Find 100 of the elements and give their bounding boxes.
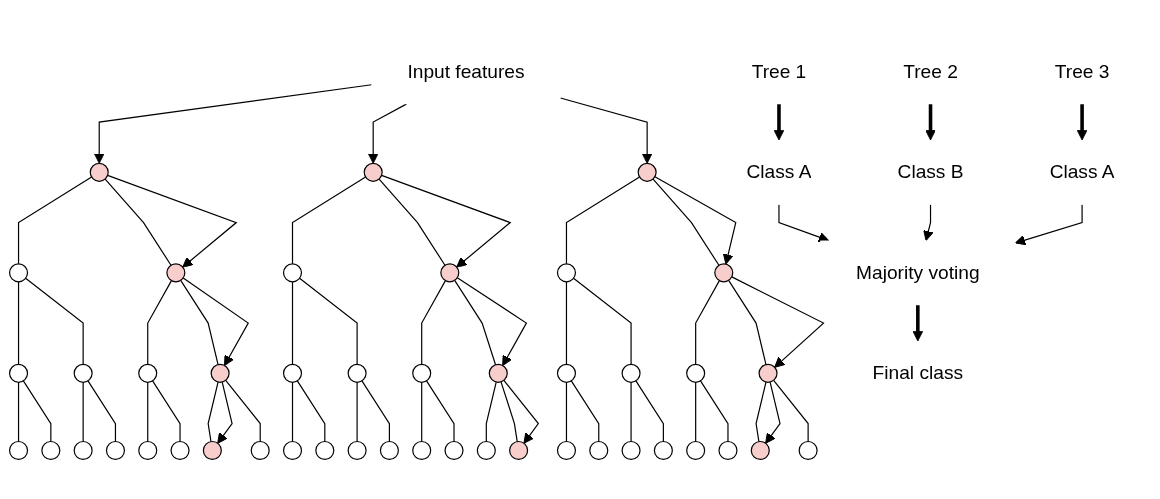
node-text: Final class [872, 362, 964, 383]
node-circle [798, 440, 818, 461]
connector [378, 178, 446, 266]
connector [299, 277, 358, 365]
arrow [778, 204, 830, 243]
arrow [367, 103, 407, 164]
connector [291, 381, 294, 443]
node-circle [718, 440, 738, 461]
node-circle [379, 440, 399, 461]
connector [565, 281, 568, 365]
connector [147, 280, 173, 365]
connector [104, 178, 172, 266]
arrow [1076, 104, 1088, 141]
node-text: Tree 1 [751, 61, 807, 82]
connector [699, 380, 729, 443]
connector [565, 176, 641, 265]
arrow [654, 176, 737, 265]
arrow [93, 84, 373, 164]
connector [180, 279, 219, 366]
arrow [773, 104, 785, 141]
connector [22, 380, 52, 443]
node-circle [73, 440, 93, 461]
node-circle [589, 440, 609, 461]
arrow [925, 104, 936, 141]
node-circle [8, 363, 29, 383]
node-circle [138, 440, 158, 461]
node-circle [363, 162, 383, 182]
arrow [1014, 204, 1083, 246]
node-circle [686, 440, 706, 461]
node-text: Class A [746, 161, 812, 182]
arrow [765, 381, 781, 444]
connector [361, 380, 390, 443]
connector [652, 178, 720, 266]
arrow [923, 204, 934, 241]
node-text: Tree 3 [1054, 61, 1110, 82]
node-circle [637, 162, 657, 182]
arrow [182, 277, 250, 366]
arrow [217, 381, 233, 444]
node-text: Input features [407, 61, 525, 82]
node-circle [347, 440, 367, 461]
arrow [559, 97, 653, 164]
node-text: Class B [897, 161, 964, 182]
connector [82, 381, 84, 443]
node-circle [8, 440, 29, 461]
connector [17, 176, 93, 265]
node-circle [621, 440, 641, 461]
connector [25, 277, 84, 365]
connector [87, 380, 117, 443]
node-circle [210, 363, 230, 383]
node-circle [138, 363, 158, 383]
connector [630, 381, 632, 443]
connector [17, 381, 20, 443]
node-circle [202, 440, 222, 461]
connector [225, 379, 261, 443]
node-circle [347, 363, 367, 383]
node-circle [8, 263, 29, 283]
node-circle [758, 363, 778, 383]
connector [356, 381, 358, 443]
connector [570, 380, 600, 443]
node-text: Majority voting [856, 262, 980, 283]
node-circle [509, 440, 529, 461]
node-text: Tree 2 [903, 61, 958, 82]
connector [207, 381, 219, 443]
connector [773, 379, 809, 443]
node-circle [440, 263, 460, 283]
connector [565, 381, 568, 443]
connector [454, 279, 497, 366]
connector [635, 380, 664, 443]
connector [421, 381, 423, 443]
node-circle [105, 440, 125, 461]
connector [291, 281, 294, 365]
arrow [912, 305, 924, 342]
arrow [381, 174, 512, 268]
connector [425, 380, 455, 443]
connector [152, 380, 181, 443]
node-circle [621, 363, 641, 383]
connector [695, 381, 697, 443]
node-circle [73, 363, 93, 383]
node-circle [315, 440, 335, 461]
node-circle [476, 440, 496, 461]
arrow [731, 276, 825, 368]
connector [421, 280, 447, 365]
node-circle [556, 440, 577, 461]
connector [572, 277, 632, 365]
connector [485, 381, 497, 443]
node-circle [41, 440, 61, 461]
connector [755, 381, 767, 443]
node-circle [686, 363, 706, 383]
node-text: Class A [1049, 161, 1115, 182]
node-circle [488, 363, 508, 383]
node-circle [166, 263, 186, 283]
node-circle [750, 440, 770, 461]
connector [728, 279, 767, 366]
node-circle [412, 363, 432, 383]
node-circle [282, 263, 303, 283]
arrow [107, 174, 238, 268]
connector [147, 381, 149, 443]
node-circle [282, 440, 303, 461]
node-circle [170, 440, 190, 461]
node-circle [250, 440, 270, 461]
